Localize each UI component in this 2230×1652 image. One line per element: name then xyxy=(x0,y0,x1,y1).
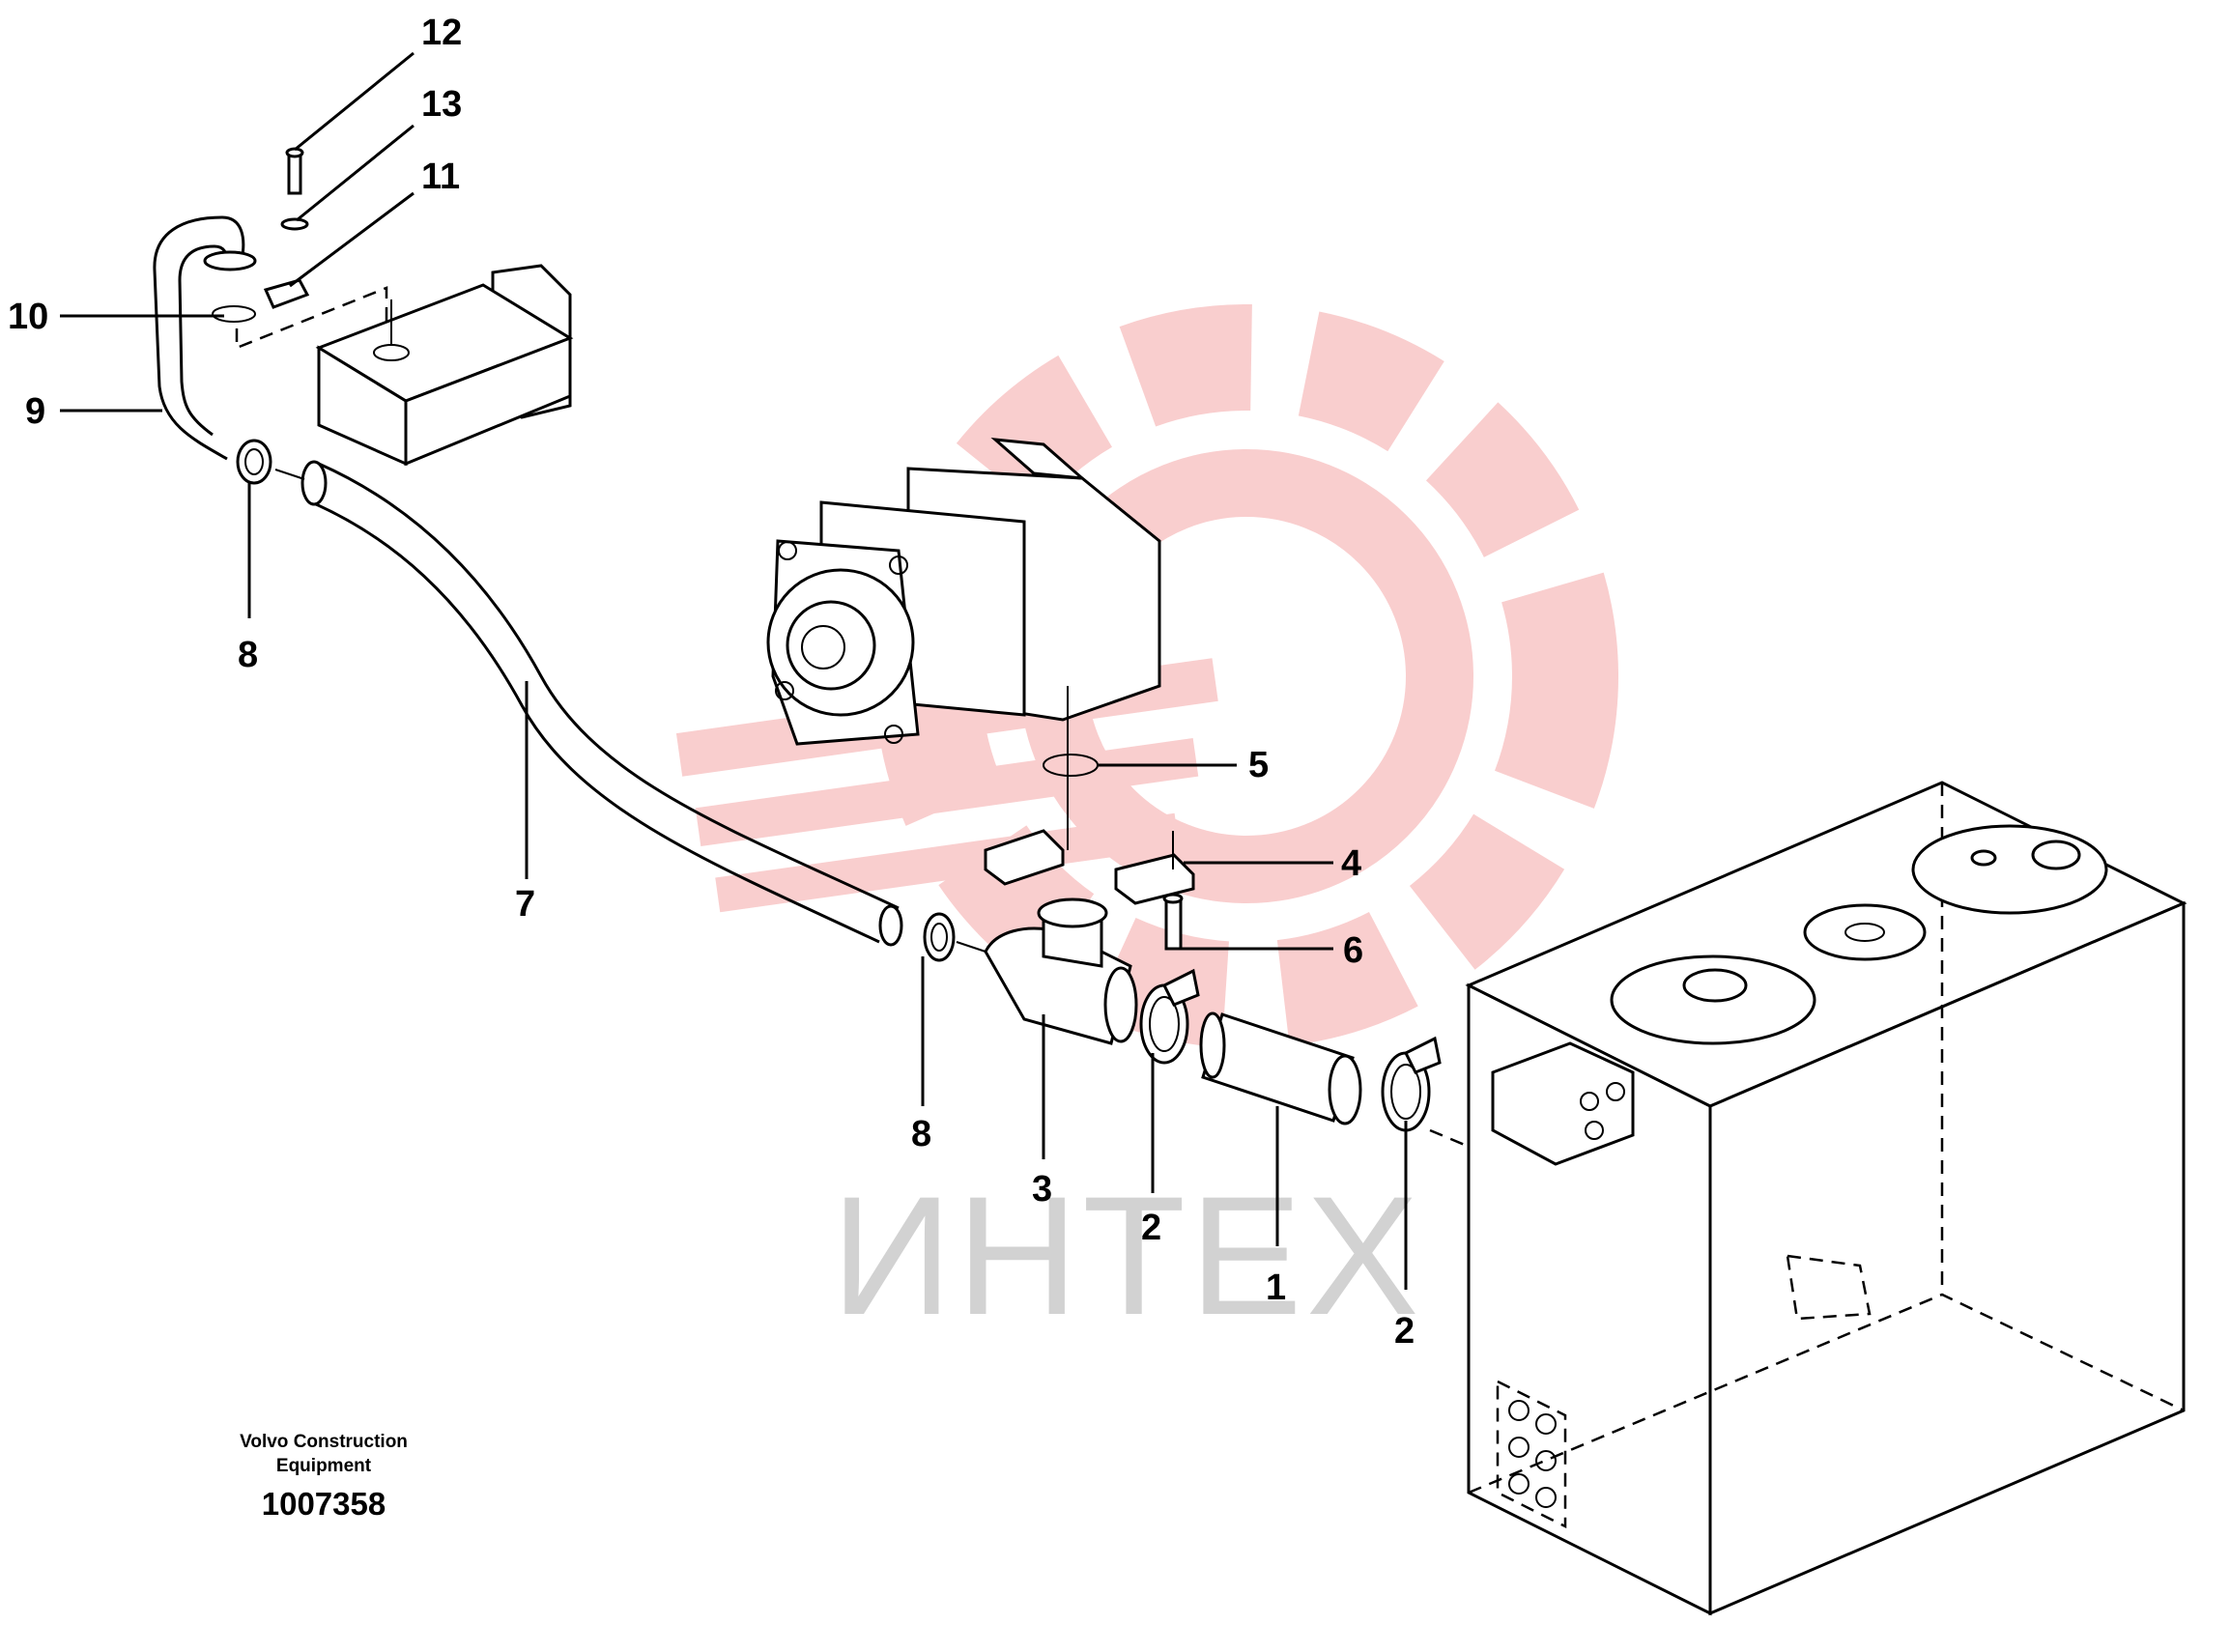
callout-8-upper: 8 xyxy=(238,635,258,675)
callout-12: 12 xyxy=(421,13,462,53)
manufacturer-line2: Equipment xyxy=(275,1456,372,1476)
callout-8-lower: 8 xyxy=(911,1114,931,1154)
callout-1: 1 xyxy=(1266,1267,1286,1308)
hose-clamp-8-lower xyxy=(923,912,956,962)
washer-13 xyxy=(280,217,309,231)
electric-motor xyxy=(766,438,1161,746)
hose-link-upper xyxy=(274,469,305,480)
hydraulic-tank xyxy=(1465,781,2187,1616)
screw-12 xyxy=(287,153,302,195)
short-hose-1 xyxy=(1199,1011,1362,1125)
callout-11: 11 xyxy=(421,157,460,197)
callout-6: 6 xyxy=(1343,930,1363,971)
callout-10: 10 xyxy=(8,297,48,337)
long-hose-7 xyxy=(300,460,903,947)
callout-2-right: 2 xyxy=(1394,1311,1415,1352)
upper-guide-dash xyxy=(235,286,388,350)
screw-6 xyxy=(1162,893,1184,951)
small-hose xyxy=(153,215,257,461)
callout-5: 5 xyxy=(1248,745,1269,785)
t-piece-3 xyxy=(984,897,1138,1045)
hose-clamp-2-left xyxy=(1139,968,1200,1065)
leader-lines xyxy=(60,51,1408,1290)
upper-pump-block xyxy=(315,264,574,467)
hose-link-lower xyxy=(956,941,986,953)
hose-clamp-8-upper xyxy=(236,439,272,485)
manufacturer-line1: Volvo Construction xyxy=(240,1432,408,1452)
callout-3: 3 xyxy=(1032,1169,1052,1210)
callout-2-left: 2 xyxy=(1141,1208,1161,1248)
callout-13: 13 xyxy=(421,84,462,125)
drawing-number: 1007358 xyxy=(261,1486,386,1522)
callout-9: 9 xyxy=(25,391,45,432)
flange-half-11 xyxy=(263,278,310,309)
callout-7: 7 xyxy=(515,884,535,925)
flange-half-4-left xyxy=(984,829,1065,886)
drawing-caption: Volvo Construction Equipment 1007358 xyxy=(184,1430,464,1523)
seal-ring-10 xyxy=(212,305,256,323)
hose-clamp-2-right xyxy=(1381,1036,1442,1132)
callout-4: 4 xyxy=(1341,843,1361,884)
watermark-text: ИНТЕХ xyxy=(831,1162,1423,1351)
